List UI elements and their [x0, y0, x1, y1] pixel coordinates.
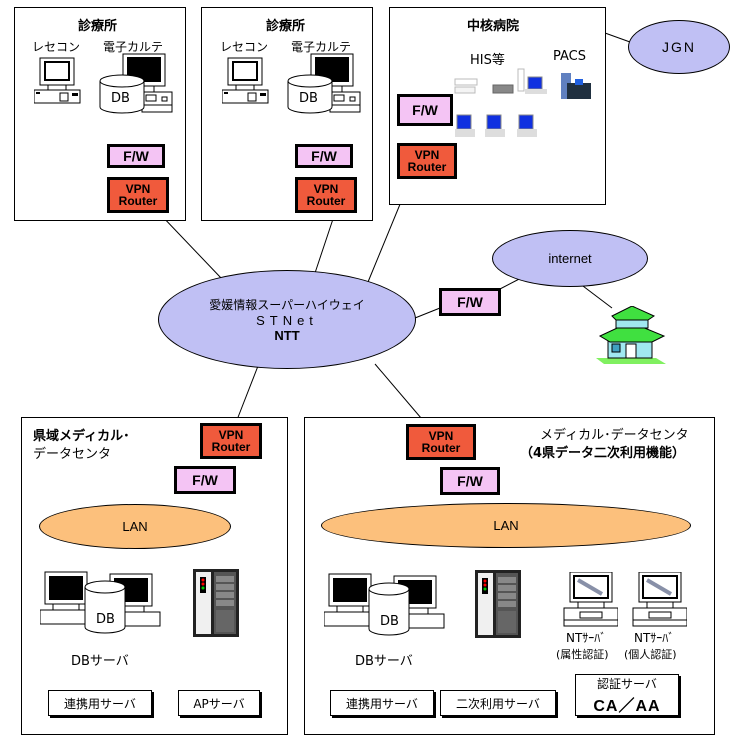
- firewall-label: F/W: [123, 148, 149, 164]
- clinic-left-emr-label: 電子カルテ: [103, 40, 164, 54]
- prefectural-link-server[interactable]: 連携用サーバ: [48, 690, 152, 716]
- clinic-right-db-icon: [287, 74, 333, 118]
- hospital-firewall[interactable]: F/W: [397, 94, 453, 126]
- nt-server-attribute-icon: [562, 571, 619, 632]
- his-equipment-icon: [453, 67, 593, 143]
- backbone-provider-ntt: NTT: [274, 328, 300, 343]
- nt-server-personal-label: NTｻｰﾊﾞ: [634, 631, 675, 645]
- jgn-label: JGN: [662, 39, 696, 55]
- medical-db-server-icon: [323, 572, 449, 646]
- jgn-network[interactable]: JGN: [628, 20, 730, 74]
- nt-server-attribute-sub: (属性認証): [556, 648, 609, 661]
- clinic-right-receipt-label: レセコン: [220, 40, 269, 54]
- hospital-his-label: HIS等: [470, 53, 505, 68]
- vpn-label-line2: Router: [211, 440, 251, 454]
- medical-lan[interactable]: LAN: [321, 503, 691, 548]
- clinic-right-emr-label: 電子カルテ: [291, 40, 352, 54]
- medical-db-server-label: DBサーバ: [355, 654, 413, 669]
- medical-db-label: DB: [380, 614, 399, 629]
- medical-center-title-line1: メディカル･データセンタ: [540, 428, 689, 443]
- secondary-server-label: 二次利用サーバ: [456, 696, 540, 711]
- nt-server-attribute-label: NTｻｰﾊﾞ: [566, 631, 607, 645]
- backbone-provider-stnet: STNet: [256, 313, 318, 328]
- backbone-network[interactable]: 愛媛情報スーパーハイウェイ STNet NTT: [158, 270, 416, 369]
- clinic-left-firewall[interactable]: F/W: [107, 144, 165, 168]
- clinic-left-receipt-pc-icon: [33, 57, 84, 109]
- clinic-left-db-label: DB: [111, 91, 130, 106]
- prefectural-db-server-icon: [39, 570, 165, 644]
- clinic-left-db-icon: [99, 74, 145, 118]
- auth-server[interactable]: 認証サーバ CA／AA: [575, 674, 679, 716]
- vpn-label-line2: Router: [421, 441, 461, 455]
- hospital-title: 中核病院: [467, 19, 520, 34]
- vpn-label-line1: VPN: [125, 182, 151, 196]
- medical-secondary-use-server[interactable]: 二次利用サーバ: [440, 690, 556, 716]
- medical-center-title-line2: （4県データ二次利用機能）: [520, 446, 686, 461]
- lan-label: LAN: [493, 518, 519, 533]
- auth-server-ca-aa: CA／AA: [593, 697, 661, 715]
- clinic-right-db-label: DB: [299, 91, 318, 106]
- prefectural-center-title-line1: 県域メディカル･: [33, 429, 130, 444]
- auth-server-label: 認証サーバ: [597, 676, 657, 691]
- clinic-right-receipt-pc-icon: [221, 57, 272, 109]
- vpn-label-line1: VPN: [414, 148, 440, 162]
- firewall-label: F/W: [311, 148, 337, 164]
- clinic-right-firewall[interactable]: F/W: [295, 144, 353, 168]
- link-server-label: 連携用サーバ: [64, 696, 136, 711]
- prefectural-db-label: DB: [96, 612, 115, 627]
- vpn-label-line1: VPN: [313, 182, 339, 196]
- prefectural-ap-server[interactable]: APサーバ: [178, 690, 260, 716]
- lan-label: LAN: [122, 519, 148, 534]
- vpn-label-line2: Router: [407, 160, 447, 174]
- firewall-label: F/W: [192, 472, 218, 488]
- clinic-left-receipt-label: レセコン: [32, 40, 81, 54]
- vpn-label-line2: Router: [118, 194, 158, 208]
- vpn-label-line1: VPN: [218, 428, 244, 442]
- medical-firewall[interactable]: F/W: [440, 467, 500, 495]
- backbone-name: 愛媛情報スーパーハイウェイ: [209, 298, 365, 312]
- ap-server-label: APサーバ: [193, 696, 245, 711]
- prefectural-db-server-label: DBサーバ: [71, 654, 129, 669]
- clinic-left-title: 診療所: [78, 19, 118, 34]
- clinic-right-title: 診療所: [266, 19, 306, 34]
- internet-firewall[interactable]: F/W: [439, 288, 501, 316]
- vpn-label-line2: Router: [306, 194, 346, 208]
- link-server-label: 連携用サーバ: [346, 696, 418, 711]
- firewall-label: F/W: [457, 473, 483, 489]
- prefectural-center-title-line2: データセンタ: [33, 447, 112, 462]
- internet-label: internet: [548, 251, 592, 266]
- prefectural-ap-server-rack-icon: [193, 569, 239, 641]
- nt-server-personal-icon: [631, 571, 688, 632]
- firewall-label: F/W: [412, 102, 438, 118]
- house-icon: [596, 305, 668, 368]
- nt-server-personal-sub: (個人認証): [624, 648, 677, 661]
- medical-secondary-server-rack-icon: [475, 570, 521, 642]
- hospital-pacs-label: PACS: [553, 49, 587, 64]
- vpn-label-line1: VPN: [428, 429, 454, 443]
- firewall-label: F/W: [457, 294, 483, 310]
- prefectural-lan[interactable]: LAN: [39, 504, 231, 549]
- medical-link-server[interactable]: 連携用サーバ: [330, 690, 434, 716]
- internet-cloud[interactable]: internet: [492, 230, 648, 287]
- prefectural-firewall[interactable]: F/W: [174, 466, 236, 494]
